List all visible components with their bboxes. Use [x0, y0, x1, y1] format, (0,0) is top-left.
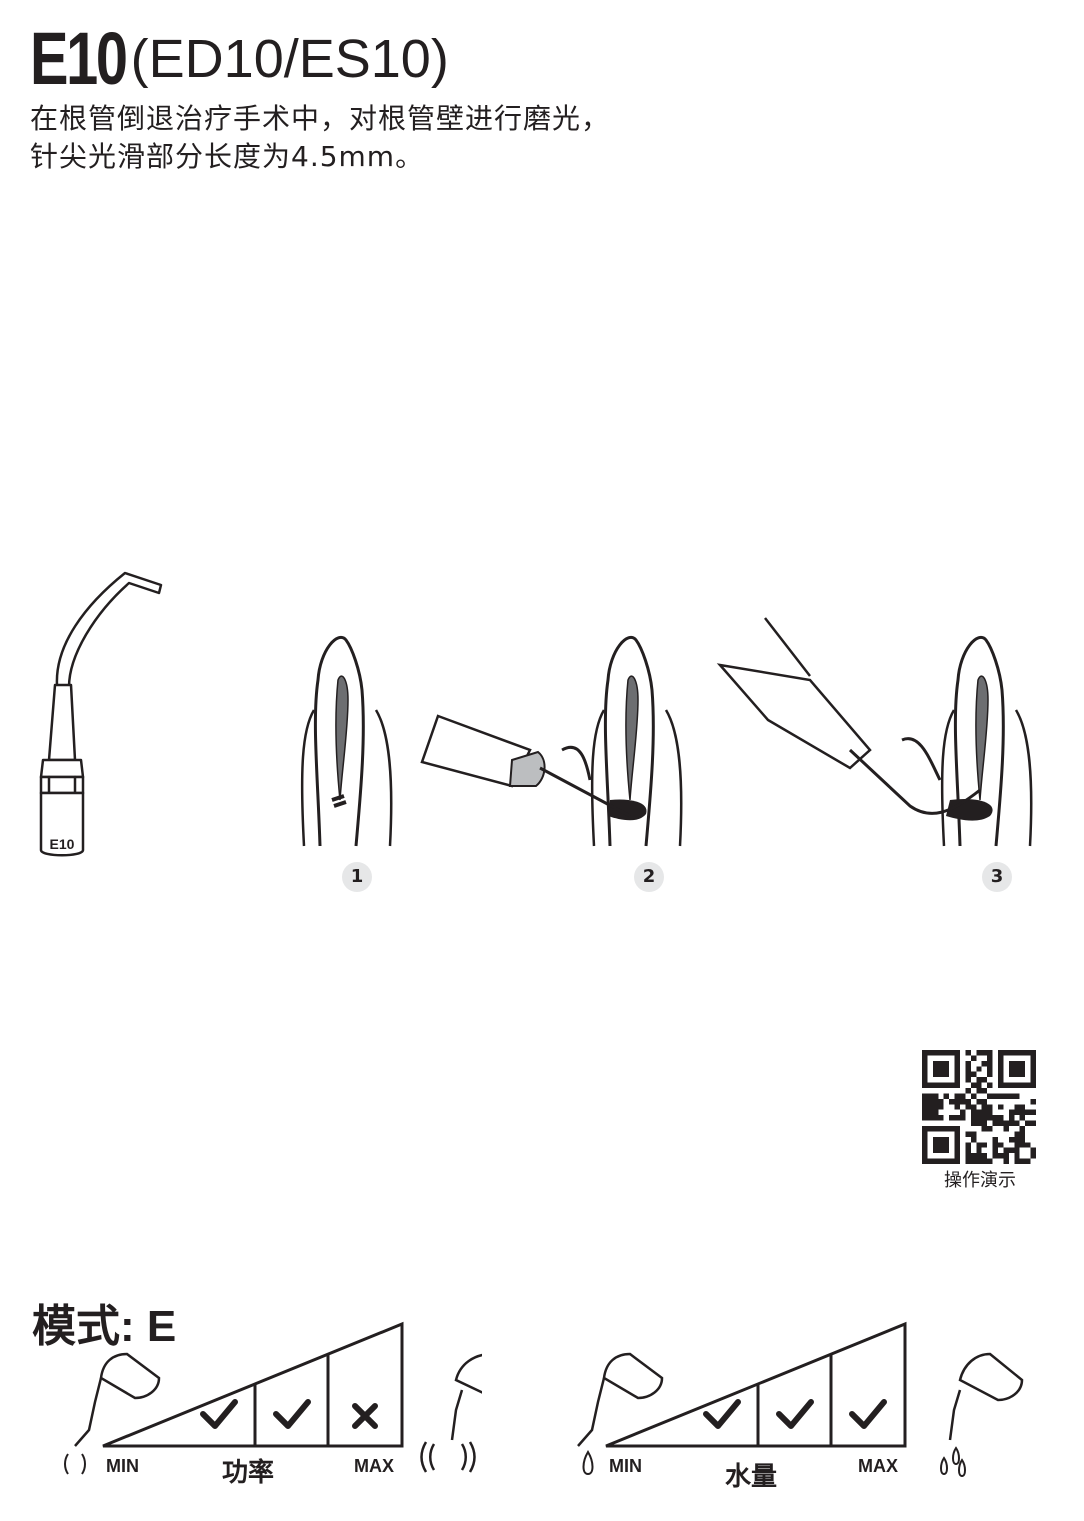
procedure-illustration: [300, 617, 1033, 848]
weak-vibration-icon: [64, 1453, 86, 1475]
model-code: E10: [30, 17, 128, 100]
qr-caption: 操作演示: [944, 1170, 1016, 1191]
power-level-2-check-icon: [273, 1399, 311, 1429]
water-max-label: MAX: [858, 1456, 898, 1476]
water-title: 水量: [725, 1462, 778, 1492]
water-scale: [577, 1321, 907, 1448]
step-1-badge: 1: [342, 862, 372, 892]
water-level-2-check-icon: [776, 1399, 814, 1429]
water-level-3-check-icon: [849, 1399, 887, 1429]
mode-label: 模式: E: [32, 1302, 177, 1351]
tip-engraved-label: E10: [50, 836, 75, 852]
power-title: 功率: [222, 1458, 275, 1488]
water-level-1-check-icon: [703, 1399, 741, 1429]
power-min-label: MIN: [106, 1456, 139, 1476]
power-level-1-check-icon: [200, 1399, 238, 1429]
step-2-badge: 2: [634, 862, 664, 892]
description-line-1: 在根管倒退治疗手术中，对根管壁进行磨光，: [30, 102, 611, 135]
water-min-label: MIN: [609, 1456, 642, 1476]
water-max-handpiece: [940, 1352, 1024, 1478]
power-level-3-cross-icon: [352, 1403, 378, 1429]
description-line-2: 针尖光滑部分长度为4.5mm。: [30, 140, 425, 173]
step-2-illustration: [420, 635, 683, 848]
step-3-badge: 3: [982, 862, 1012, 892]
power-max-label: MAX: [354, 1456, 394, 1476]
tip-illustration: E10: [39, 571, 163, 857]
title-block: E10(ED10/ES10): [30, 22, 449, 96]
qr-code[interactable]: [922, 1050, 1036, 1164]
step-1-illustration: [300, 635, 393, 848]
model-variants: (ED10/ES10): [130, 29, 449, 89]
strong-vibration-icon: [420, 1441, 476, 1473]
step-3-illustration: [716, 617, 1033, 848]
single-droplet-icon: [582, 1450, 594, 1476]
power-scale: [74, 1321, 404, 1448]
many-droplets-icon: [940, 1446, 966, 1478]
power-max-handpiece: [420, 1353, 482, 1473]
